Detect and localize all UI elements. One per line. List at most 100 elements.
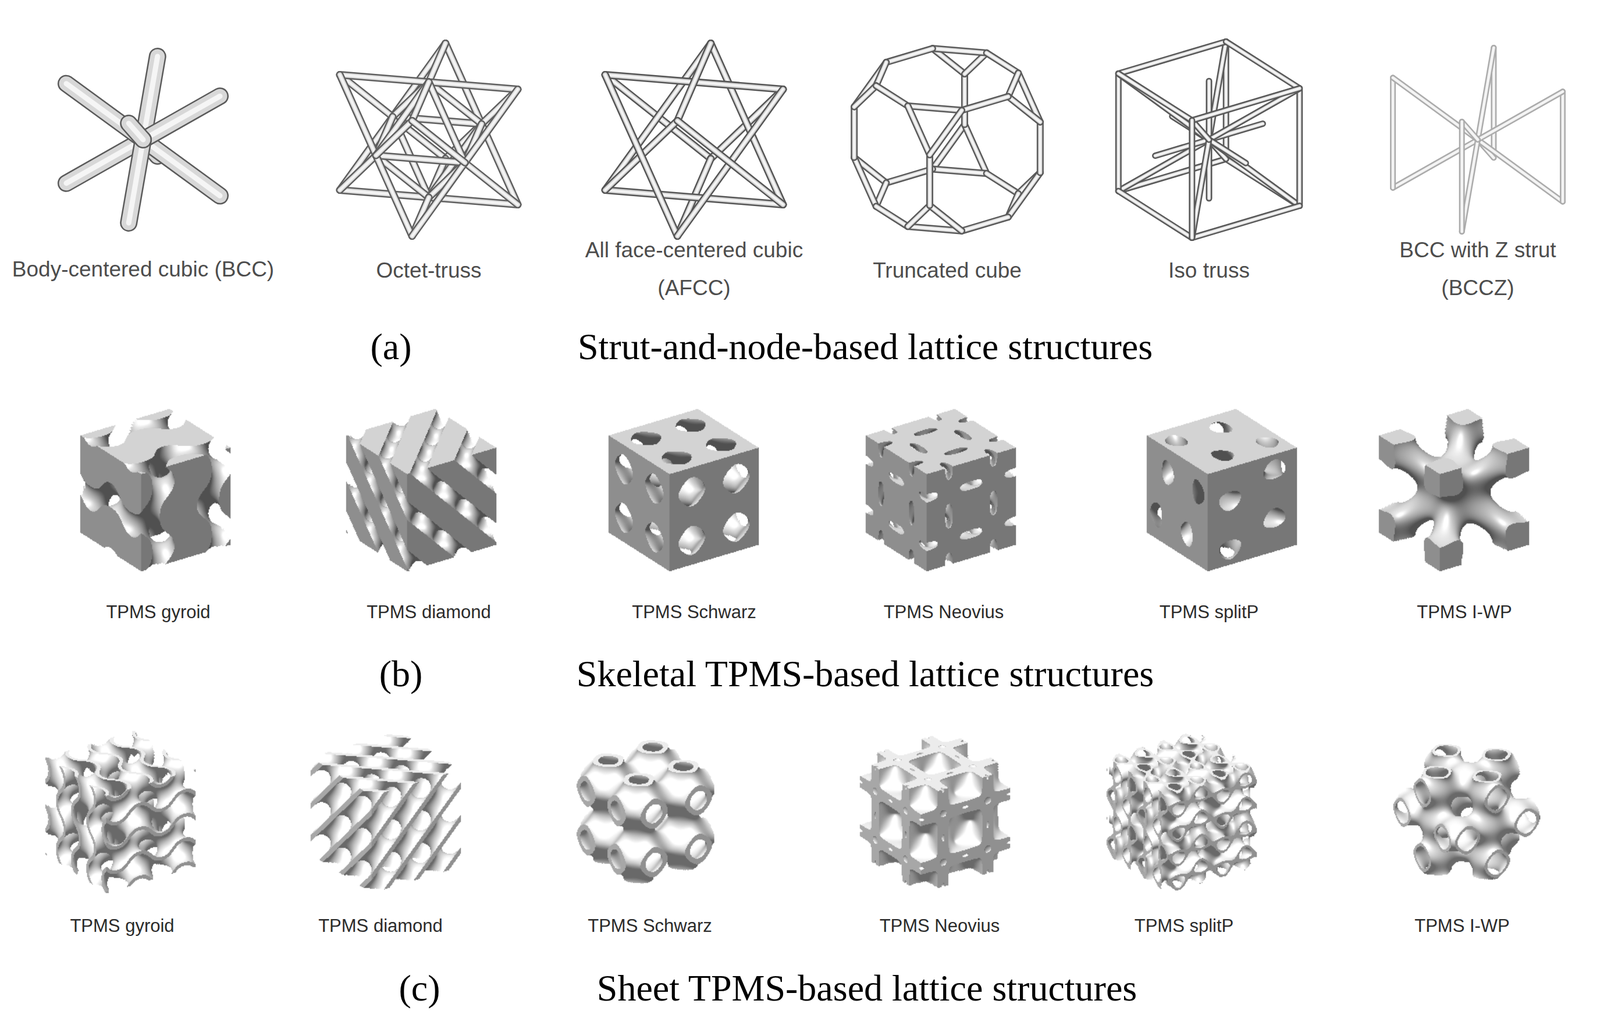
strut-stroke	[986, 52, 1019, 74]
strut-stroke	[876, 85, 909, 106]
strut-stroke	[605, 190, 784, 205]
strut-stroke	[375, 120, 412, 156]
strut-stroke	[1225, 41, 1300, 88]
strut	[1477, 91, 1563, 140]
strut-stroke	[411, 82, 429, 122]
strut-stroke	[677, 120, 784, 205]
strut-stroke	[1118, 73, 1210, 140]
strut-stroke	[929, 110, 962, 155]
structure-label: BCC with Z strut (BCCZ)	[1367, 231, 1589, 308]
strut-stroke	[411, 82, 429, 122]
strut-stroke	[1391, 77, 1395, 188]
strut	[932, 168, 987, 174]
strut-stroke	[128, 139, 144, 223]
strut-stroke	[1008, 96, 1041, 123]
strut-stroke	[1155, 139, 1210, 156]
strut-stroke	[932, 168, 987, 174]
strut-stroke	[375, 82, 429, 156]
strut-stroke	[986, 52, 1019, 74]
strut	[932, 48, 987, 53]
strut-stroke	[876, 205, 909, 227]
tpms-rendering	[24, 715, 217, 908]
strut-stroke	[986, 173, 1019, 194]
strut-stroke	[986, 173, 1019, 194]
strut	[339, 74, 429, 82]
strut-stroke	[1392, 77, 1478, 140]
strut-stroke	[1036, 122, 1044, 173]
strut	[375, 155, 412, 237]
strut-stroke	[464, 162, 518, 205]
strut	[128, 123, 144, 140]
strut	[1461, 121, 1463, 232]
strut-stroke	[1477, 47, 1494, 140]
strut-stroke	[464, 162, 518, 205]
strut-stroke	[143, 96, 220, 140]
strut-stroke	[128, 139, 144, 223]
strut-stroke	[907, 105, 962, 111]
strut-stroke	[932, 48, 987, 53]
strut	[605, 190, 784, 205]
strut-stroke	[1225, 41, 1300, 88]
tpms-rendering	[587, 393, 780, 586]
strut	[1118, 73, 1119, 191]
strut	[886, 48, 933, 63]
strut-stroke	[339, 74, 376, 156]
strut-stroke	[464, 89, 518, 163]
strut	[1299, 88, 1300, 206]
row-caption: Sheet TPMS-based lattice structures	[596, 965, 1137, 1011]
strut-stroke	[1477, 47, 1494, 140]
strut	[677, 89, 784, 236]
strut-stroke	[1118, 73, 1210, 140]
strut-stroke	[1192, 205, 1300, 238]
strut	[1008, 73, 1019, 97]
strut-stroke	[961, 96, 1009, 111]
strut-stroke	[1477, 47, 1494, 140]
strut-stroke	[1477, 91, 1563, 140]
strut-stroke	[1118, 73, 1192, 120]
strut-stroke	[1188, 120, 1196, 238]
strut-stroke	[1392, 77, 1478, 140]
structure-label: TPMS diamond	[318, 914, 443, 937]
strut-stroke	[677, 43, 711, 121]
strut-stroke	[428, 82, 518, 90]
strut-stroke	[876, 205, 909, 227]
strut-stroke	[1207, 80, 1211, 140]
strut	[964, 124, 987, 174]
strut-stroke	[66, 83, 144, 140]
strut-stroke	[886, 168, 933, 183]
strut-stroke	[886, 48, 933, 63]
strut-stroke	[1155, 139, 1210, 156]
strut-stroke	[907, 205, 930, 227]
strut	[428, 82, 518, 90]
strut-stroke	[428, 43, 446, 83]
strut-stroke	[1561, 91, 1564, 202]
strut-stroke	[605, 74, 678, 236]
structure-label: Iso truss	[1168, 251, 1250, 290]
strut-stroke	[411, 120, 465, 163]
strut-stroke	[961, 73, 969, 125]
strut-stroke	[907, 205, 930, 227]
strut-stroke	[1209, 139, 1300, 206]
tpms-rendering	[1370, 715, 1563, 908]
strut-stroke	[1118, 139, 1210, 191]
strut	[1192, 88, 1300, 121]
strut-stroke	[1118, 41, 1226, 74]
strut	[907, 105, 962, 111]
strut-stroke	[677, 43, 711, 121]
strut-stroke	[1298, 88, 1301, 206]
strut-stroke	[339, 155, 376, 191]
strut-stroke	[375, 82, 429, 156]
strut	[964, 73, 965, 125]
strut-stroke	[986, 52, 1019, 74]
strut-stroke	[876, 62, 887, 86]
strut-stroke	[1298, 88, 1302, 206]
strut-stroke	[929, 110, 962, 155]
structure-label: TPMS splitP	[1159, 601, 1260, 623]
strut-stroke	[907, 205, 930, 227]
strut	[1118, 190, 1192, 238]
strut	[1225, 41, 1300, 88]
strut-stroke	[886, 168, 933, 183]
strut-stroke	[677, 120, 784, 205]
strut	[1192, 205, 1300, 238]
